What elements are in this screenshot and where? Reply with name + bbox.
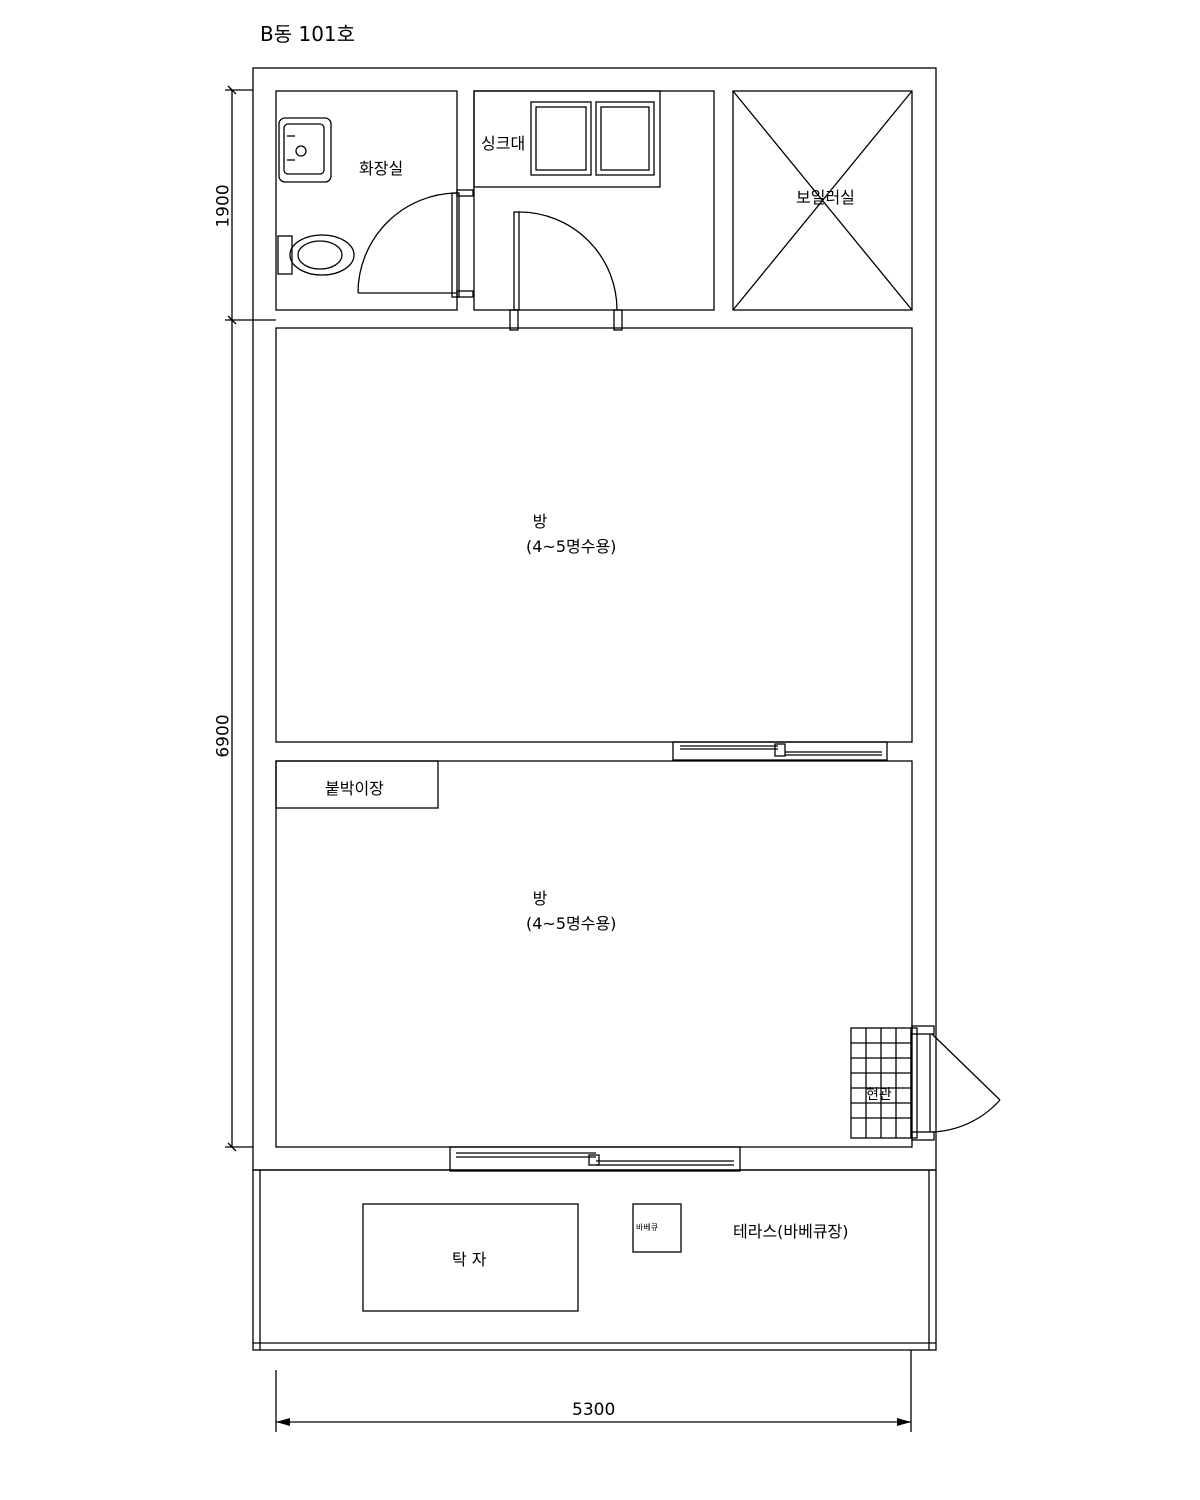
bbq-grill — [632, 1203, 682, 1253]
room-1 — [275, 327, 913, 743]
entrance-label: 현관 — [866, 1087, 892, 1103]
dimension-width: 5300 — [572, 1400, 616, 1420]
room-2-name: 방 — [532, 889, 548, 908]
unit-title: B동 101호 — [260, 22, 356, 46]
washbasin — [278, 117, 332, 183]
outer-wall — [252, 67, 937, 1171]
toilet — [277, 235, 293, 275]
room-1-name: 방 — [532, 512, 548, 531]
sink-counter — [473, 90, 661, 188]
sink-label: 싱크대 — [481, 134, 526, 153]
room-1-capacity: (4~5명수용) — [526, 537, 617, 556]
bathroom-label: 화장실 — [359, 159, 404, 178]
boiler-room-label: 보일러실 — [796, 188, 855, 207]
kitchen-wall — [473, 90, 715, 311]
dimension-top-height: 1900 — [213, 184, 234, 228]
terrace-table — [362, 1203, 579, 1312]
bbq-label: 바베큐 — [636, 1223, 659, 1232]
terrace-label: 테라스(바베큐장) — [733, 1222, 849, 1241]
table-label: 탁 자 — [452, 1250, 487, 1269]
terrace-outline — [252, 1169, 937, 1351]
room-2-capacity: (4~5명수용) — [526, 914, 617, 933]
boiler-room — [732, 90, 913, 311]
dimension-main-height: 6900 — [213, 714, 234, 758]
bathroom-wall — [275, 90, 458, 311]
room-2 — [275, 760, 913, 1148]
built-in-closet — [275, 760, 439, 809]
closet-label: 붙박이장 — [325, 779, 384, 798]
